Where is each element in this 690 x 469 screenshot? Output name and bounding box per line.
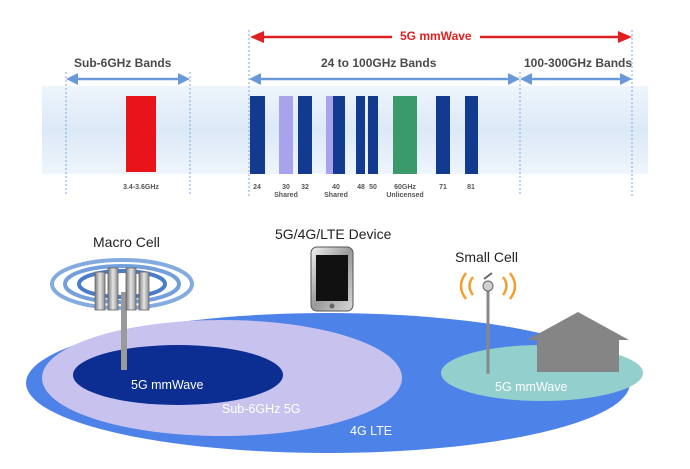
band-60 — [393, 96, 417, 174]
mid-range-arrow — [249, 73, 520, 85]
band-30 — [279, 96, 293, 174]
band-note-60: Unlicensed — [386, 192, 424, 199]
small-mmwave-label: 5G mmWave — [495, 380, 568, 394]
band-label-24: 24 — [253, 184, 261, 191]
high-range-title: 100-300GHz Bands — [524, 56, 633, 70]
mid-range-title: 24 to 100GHz Bands — [321, 56, 437, 70]
band-label-60: 60GHz — [394, 184, 416, 191]
macro-cell-tower-icon — [50, 258, 194, 370]
macro-mmwave-coverage-area — [73, 345, 283, 405]
band-71 — [436, 96, 450, 174]
sub6-5g-label: Sub-6GHz 5G — [222, 402, 301, 416]
device-label: 5G/4G/LTE Device — [275, 226, 392, 242]
band-label-40: 40 — [332, 184, 340, 191]
small-cell-label: Small Cell — [455, 249, 519, 265]
band-note-30: Shared — [274, 192, 298, 199]
band-32 — [298, 96, 312, 174]
band-48 — [356, 96, 365, 174]
band-24 — [250, 96, 265, 174]
band-40 — [333, 96, 345, 174]
mobile-device-icon — [310, 246, 354, 312]
macro-mmwave-label: 5G mmWave — [131, 378, 204, 392]
band-label-30: 30 — [282, 184, 290, 191]
sub6-range-arrow — [66, 73, 190, 85]
band-label-50: 50 — [369, 184, 377, 191]
band-label-81: 81 — [467, 184, 475, 191]
small-cell-antenna-icon — [459, 272, 517, 374]
band-label-48: 48 — [357, 184, 365, 191]
sub6-range-title: Sub-6GHz Bands — [74, 56, 172, 70]
sub6-band-label: 3.4-3.6GHz — [123, 184, 159, 191]
band-label-71: 71 — [439, 184, 447, 191]
band-40-shared — [326, 96, 333, 174]
sub6-band-block — [126, 96, 156, 172]
lte-label: 4G LTE — [350, 424, 393, 438]
high-range-arrow — [520, 73, 632, 85]
band-50 — [368, 96, 378, 174]
mmwave-range-title: 5G mmWave — [392, 29, 480, 43]
band-note-40: Shared — [324, 192, 348, 199]
band-81 — [465, 96, 478, 174]
house-icon — [527, 312, 629, 372]
band-label-32: 32 — [301, 184, 309, 191]
range-guide-lines — [65, 30, 633, 196]
macro-cell-label: Macro Cell — [93, 234, 160, 250]
